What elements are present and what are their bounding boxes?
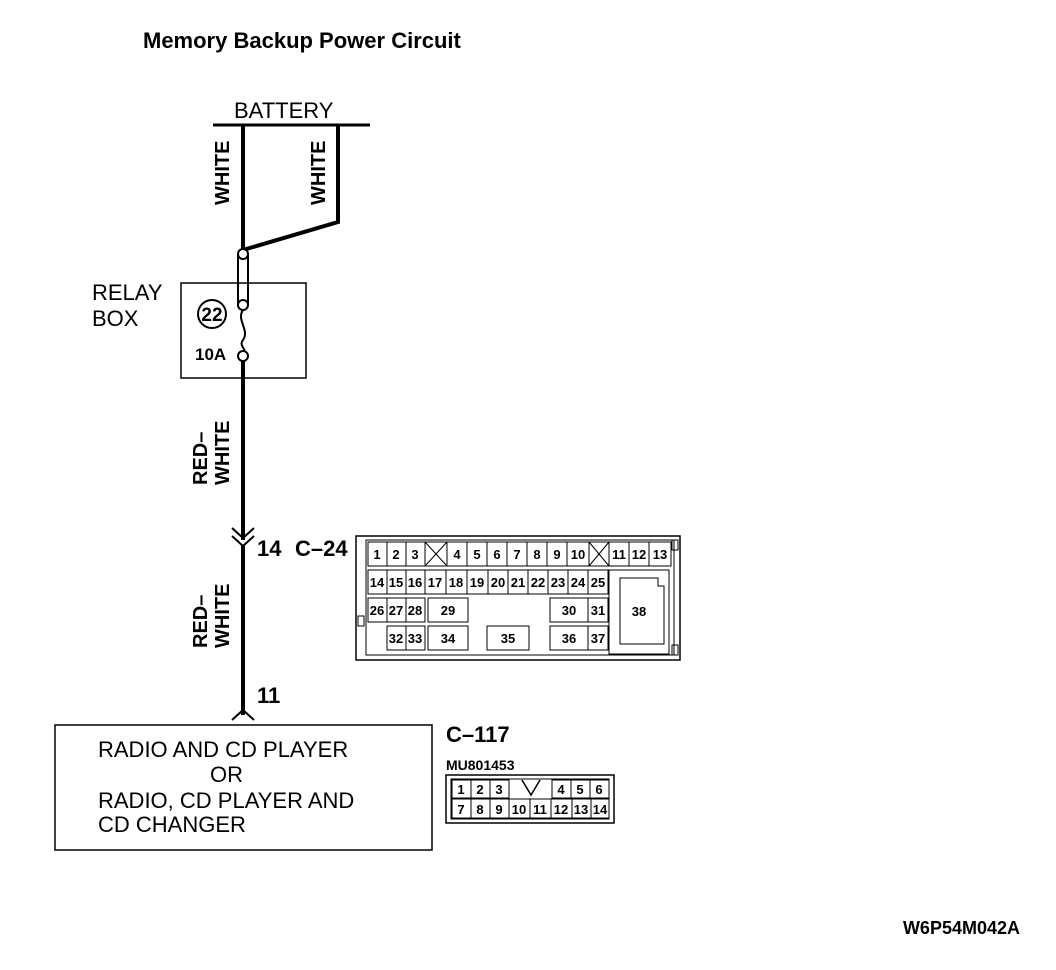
diagram-title: Memory Backup Power Circuit xyxy=(143,28,462,53)
device-line3: RADIO, CD PLAYER AND xyxy=(98,788,354,813)
battery-label: BATTERY xyxy=(234,98,334,123)
svg-text:4: 4 xyxy=(557,782,565,797)
svg-text:34: 34 xyxy=(441,631,456,646)
svg-text:17: 17 xyxy=(428,575,442,590)
svg-text:3: 3 xyxy=(495,782,502,797)
svg-text:32: 32 xyxy=(389,631,403,646)
svg-text:8: 8 xyxy=(476,802,483,817)
svg-text:36: 36 xyxy=(562,631,576,646)
svg-text:14: 14 xyxy=(370,575,385,590)
svg-text:6: 6 xyxy=(595,782,602,797)
svg-text:16: 16 xyxy=(408,575,422,590)
connector-c24-chevron-top xyxy=(231,527,255,540)
svg-text:33: 33 xyxy=(408,631,422,646)
svg-text:13: 13 xyxy=(574,802,588,817)
c24-pin-label: 14 xyxy=(257,536,282,561)
radio-cd-player-box xyxy=(54,724,433,851)
c117-key-notch xyxy=(521,779,541,797)
svg-text:35: 35 xyxy=(501,631,515,646)
svg-text:7: 7 xyxy=(457,802,464,817)
svg-text:1: 1 xyxy=(457,782,464,797)
figure-code: W6P54M042A xyxy=(903,918,1020,938)
device-line2: OR xyxy=(210,762,243,787)
svg-text:5: 5 xyxy=(473,547,480,562)
fuse-terminal-bottom xyxy=(237,350,249,362)
wire-label-red-white-upper-2: WHITE xyxy=(212,421,234,485)
svg-text:20: 20 xyxy=(491,575,505,590)
junction-node-top xyxy=(237,248,249,260)
svg-text:10: 10 xyxy=(571,547,585,562)
svg-text:14: 14 xyxy=(593,802,608,817)
c117-name: C–117 xyxy=(446,722,510,747)
fuse-icon xyxy=(240,309,246,353)
svg-text:26: 26 xyxy=(370,603,384,618)
connector-c117-chevron xyxy=(231,708,255,721)
wire-label-red-white-lower-2: WHITE xyxy=(212,584,234,648)
svg-text:5: 5 xyxy=(576,782,583,797)
svg-text:23: 23 xyxy=(551,575,565,590)
fuse-number: 22 xyxy=(201,305,222,326)
junction-node-bottom xyxy=(237,299,249,311)
fuse-rating: 10A xyxy=(195,345,226,364)
svg-text:19: 19 xyxy=(470,575,484,590)
c24-name: C–24 xyxy=(295,536,348,561)
svg-text:15: 15 xyxy=(389,575,403,590)
svg-text:25: 25 xyxy=(591,575,605,590)
wire-label-red-white-upper-1: RED– xyxy=(190,432,212,485)
svg-text:8: 8 xyxy=(533,547,540,562)
svg-text:30: 30 xyxy=(562,603,576,618)
svg-text:28: 28 xyxy=(408,603,422,618)
wire-label-white-right: WHITE xyxy=(308,141,330,205)
svg-text:31: 31 xyxy=(591,603,605,618)
svg-text:2: 2 xyxy=(392,547,399,562)
relay-box-label-line2: BOX xyxy=(92,306,139,331)
svg-text:10: 10 xyxy=(512,802,526,817)
svg-text:18: 18 xyxy=(449,575,463,590)
wire-label-white-left: WHITE xyxy=(212,141,234,205)
wire-label-red-white-lower-1: RED– xyxy=(190,595,212,648)
svg-text:12: 12 xyxy=(632,547,646,562)
svg-text:22: 22 xyxy=(531,575,545,590)
device-line4: CD CHANGER xyxy=(98,812,246,837)
svg-text:2: 2 xyxy=(476,782,483,797)
fuse-number-circle xyxy=(197,299,227,329)
svg-text:9: 9 xyxy=(553,547,560,562)
svg-text:1: 1 xyxy=(373,547,380,562)
svg-text:7: 7 xyxy=(513,547,520,562)
relay-box-label-line1: RELAY xyxy=(92,280,163,305)
svg-text:4: 4 xyxy=(453,547,461,562)
svg-text:11: 11 xyxy=(612,547,626,562)
svg-text:11: 11 xyxy=(533,802,547,817)
svg-text:9: 9 xyxy=(495,802,502,817)
svg-text:12: 12 xyxy=(554,802,568,817)
connector-c24-face: 1 2 3 4 5 6 7 8 9 10 11 12 13 14 15 16 1… xyxy=(355,535,681,661)
c24-big-pin: 38 xyxy=(632,604,646,619)
device-line1: RADIO AND CD PLAYER xyxy=(98,737,348,762)
c117-pin-label: 11 xyxy=(257,683,280,708)
svg-text:3: 3 xyxy=(411,547,418,562)
svg-text:24: 24 xyxy=(571,575,586,590)
svg-text:27: 27 xyxy=(389,603,403,618)
c117-part-number: MU801453 xyxy=(446,757,515,773)
svg-text:6: 6 xyxy=(493,547,500,562)
svg-text:29: 29 xyxy=(441,603,455,618)
white-wire-right xyxy=(242,125,340,252)
svg-text:37: 37 xyxy=(591,631,605,646)
svg-text:13: 13 xyxy=(653,547,667,562)
connector-c117-face: 1 2 3 4 5 6 7 8 9 10 11 12 13 14 xyxy=(445,774,615,824)
svg-text:21: 21 xyxy=(511,575,525,590)
